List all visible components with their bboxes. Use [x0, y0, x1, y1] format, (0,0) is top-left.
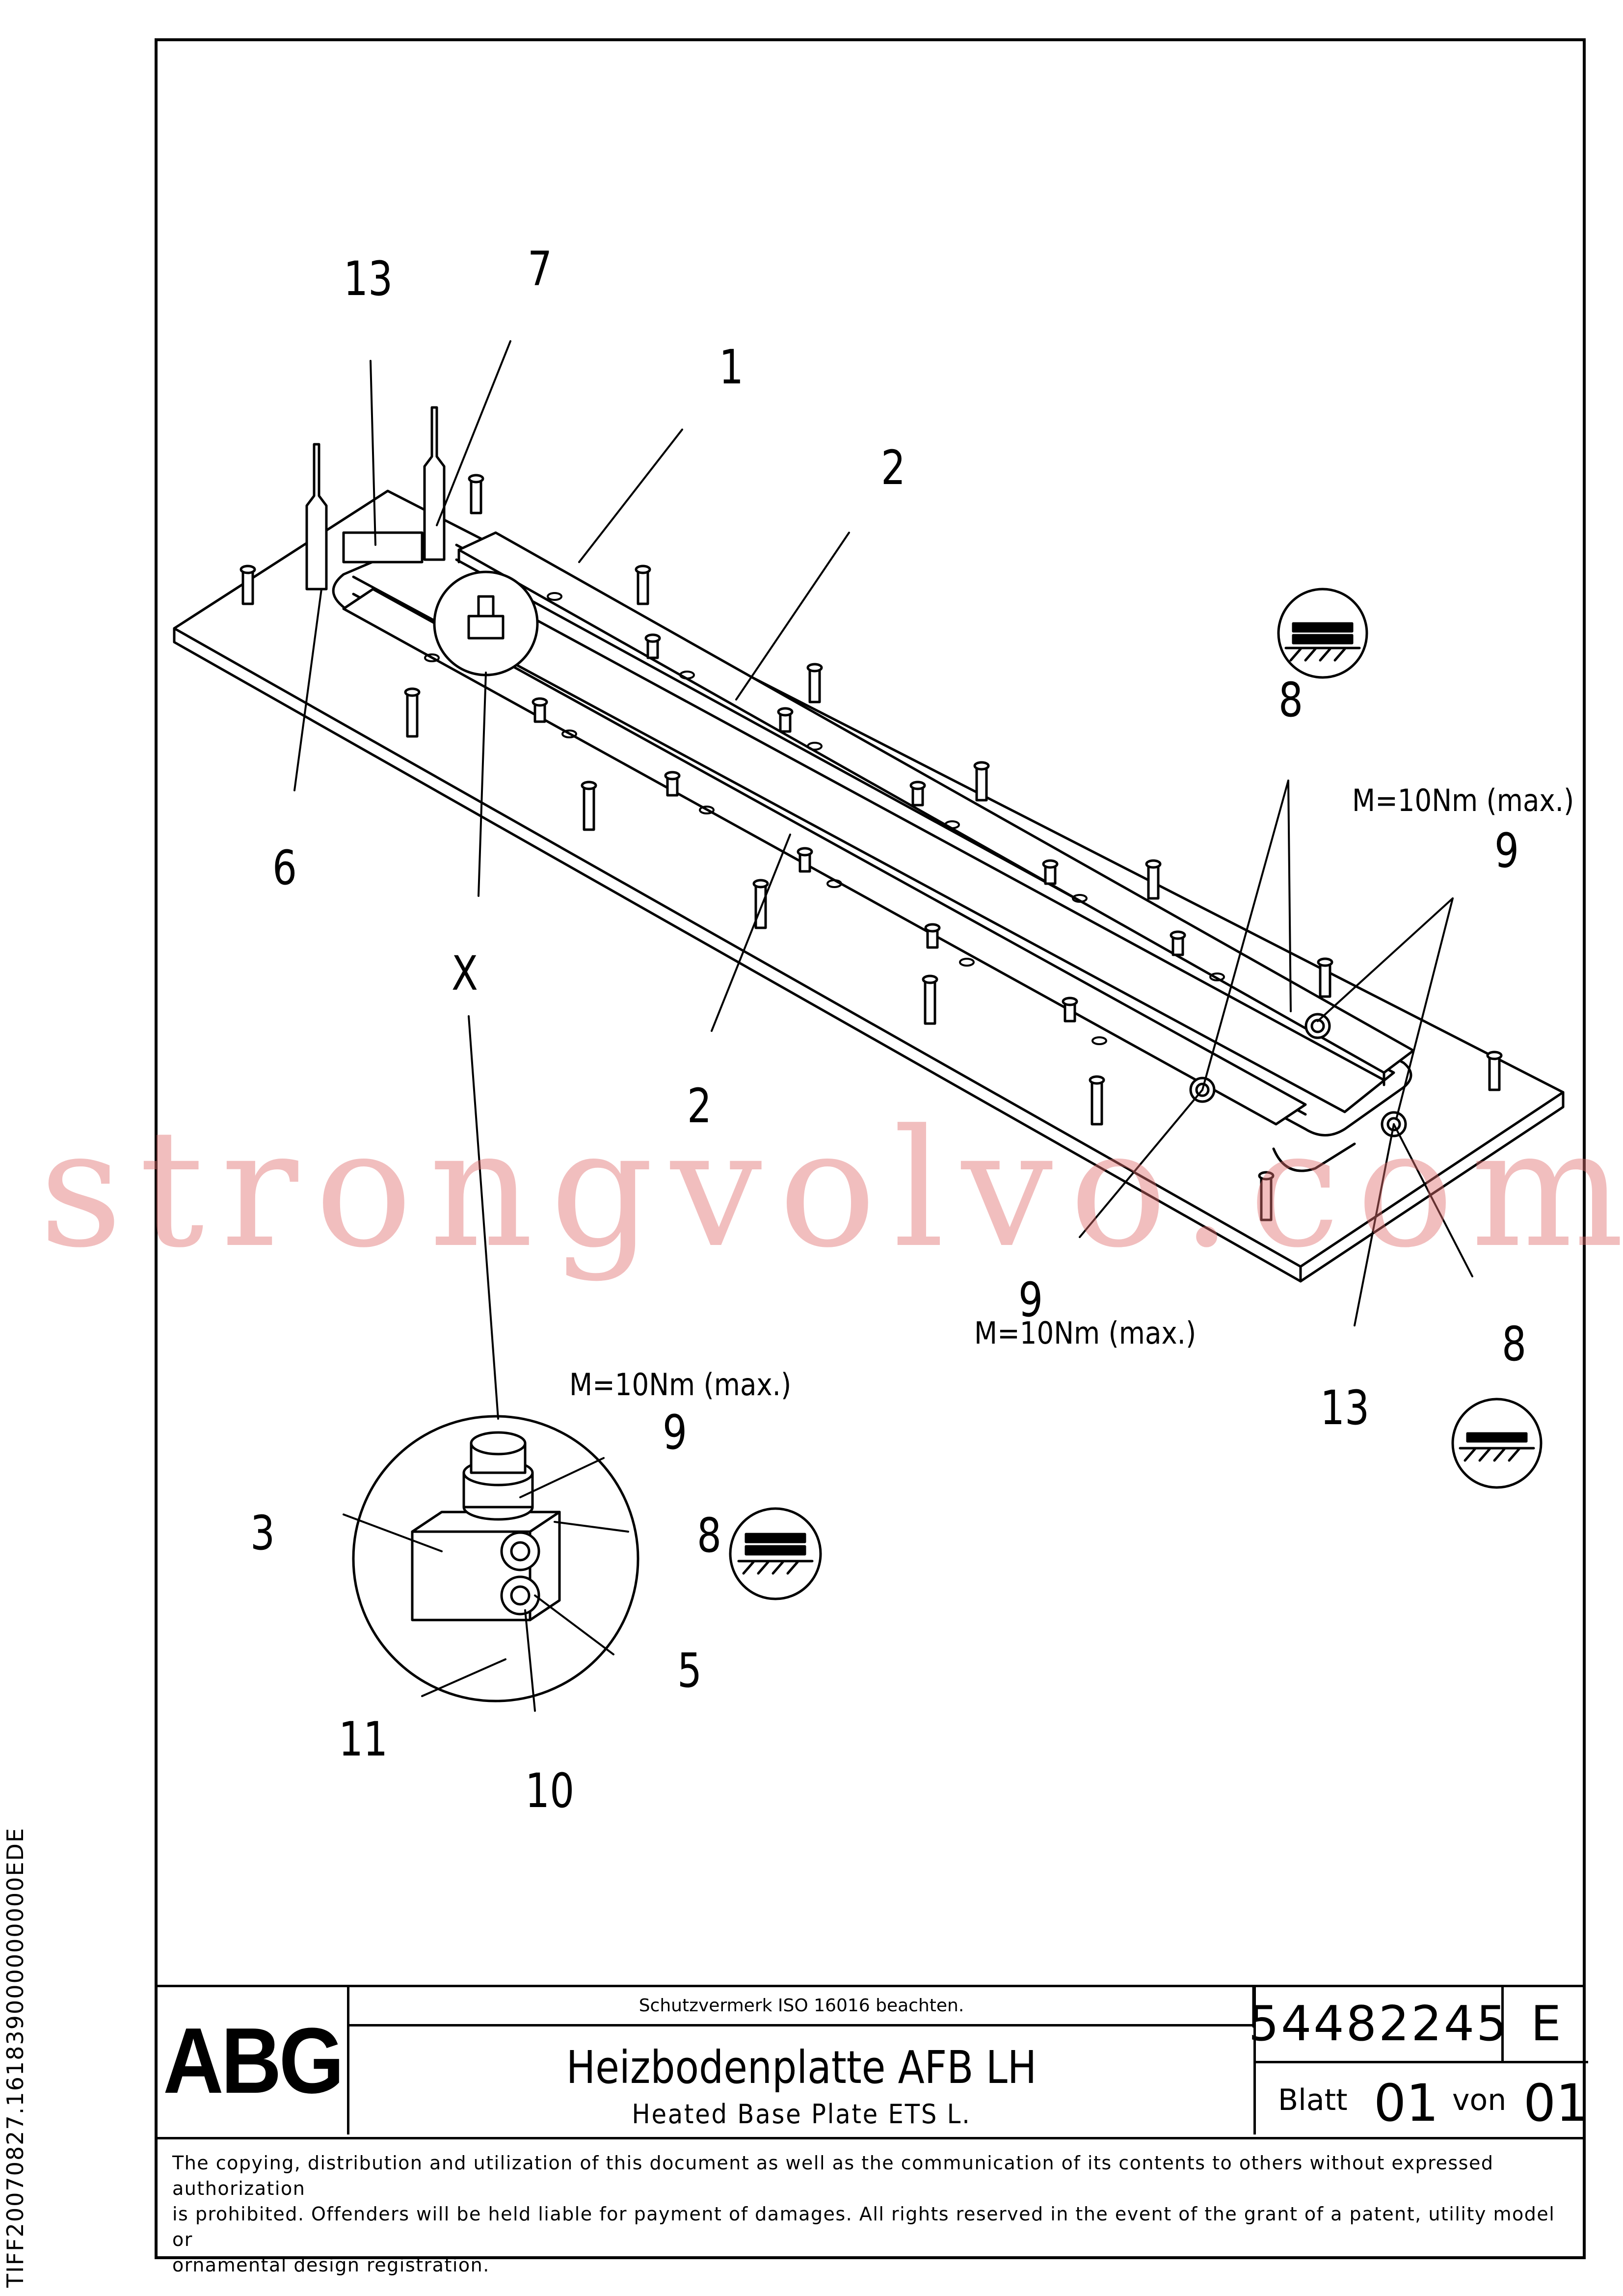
- drawing-frame: [155, 38, 1586, 2259]
- callout-7: 7: [528, 242, 553, 297]
- callout-6: 6: [272, 840, 297, 895]
- sheet-label: Blatt: [1278, 2083, 1348, 2117]
- title-block-top-border: [158, 1985, 1583, 1987]
- copyright-line: ornamental design registration.: [172, 2254, 490, 2276]
- callout-9-detail: 9: [663, 1405, 688, 1460]
- callout-10: 10: [525, 1763, 575, 1818]
- title-block-right: 54482245 E Blatt 01 von 01: [1249, 1987, 1588, 2134]
- callout-13-top: 13: [344, 251, 393, 306]
- callout-1: 1: [719, 340, 744, 395]
- heating-rail-outer: [332, 543, 1412, 1136]
- callout-8-right: 8: [1502, 1317, 1527, 1372]
- washer-symbol-detail: [729, 1507, 822, 1600]
- callout-8-top: 8: [1278, 673, 1304, 728]
- callout-2-lower: 2: [687, 1079, 712, 1134]
- callout-2-upper: 2: [881, 440, 906, 495]
- callout-9-center: 9: [1018, 1272, 1043, 1327]
- leader-lines: [293, 340, 1473, 1712]
- of-label: von: [1452, 2083, 1507, 2117]
- strip-holes: [424, 592, 1225, 1045]
- washer-symbol-top: [1277, 588, 1368, 679]
- callout-11: 11: [339, 1712, 388, 1767]
- detail-x-view: [352, 1415, 639, 1702]
- sheet-number: 01: [1374, 2073, 1439, 2133]
- studs: [239, 474, 1503, 1221]
- callout-13-bottom: 13: [1320, 1380, 1370, 1435]
- callout-8-detail: 8: [697, 1508, 722, 1563]
- torque-note-center: M=10Nm (max.): [974, 1315, 1197, 1351]
- torque-note-right: M=10Nm (max.): [1352, 783, 1574, 818]
- sheet-total: 01: [1523, 2073, 1589, 2133]
- protection-note: Schutzvermerk ISO 16016 beachten.: [349, 1987, 1253, 2026]
- title-english: Heated Base Plate ETS L.: [632, 2099, 971, 2130]
- washer-symbol-right: [1451, 1398, 1543, 1489]
- callout-9-right: 9: [1494, 823, 1519, 878]
- torque-note-detail: M=10Nm (max.): [569, 1367, 792, 1403]
- title-german: Heizbodenplatte AFB LH: [566, 2041, 1037, 2094]
- logo-text: ABG: [163, 2009, 344, 2113]
- revision-letter: E: [1504, 1987, 1588, 2063]
- copyright-line: The copying, distribution and utilizatio…: [172, 2152, 1494, 2199]
- sheet-info: Blatt 01 von 01: [1256, 2063, 1588, 2134]
- bottom-cover-strip: [342, 588, 1307, 1126]
- document-id-vertical: TIFF20070827.161839000000000EDE: [2, 1827, 28, 2288]
- callout-x: X: [452, 946, 478, 1001]
- drawing-title: Heizbodenplatte AFB LH Heated Base Plate…: [349, 2026, 1253, 2134]
- callout-5: 5: [677, 1643, 702, 1698]
- callout-3: 3: [250, 1506, 275, 1561]
- company-logo: ABG: [158, 1987, 349, 2134]
- part-number: 54482245: [1249, 1987, 1507, 2063]
- copyright-line: is prohibited. Offenders will be held li…: [172, 2203, 1555, 2250]
- detail-x-marker: [433, 570, 539, 676]
- copyright-notice: The copying, distribution and utilizatio…: [158, 2137, 1583, 2276]
- connector-pins: [305, 406, 446, 591]
